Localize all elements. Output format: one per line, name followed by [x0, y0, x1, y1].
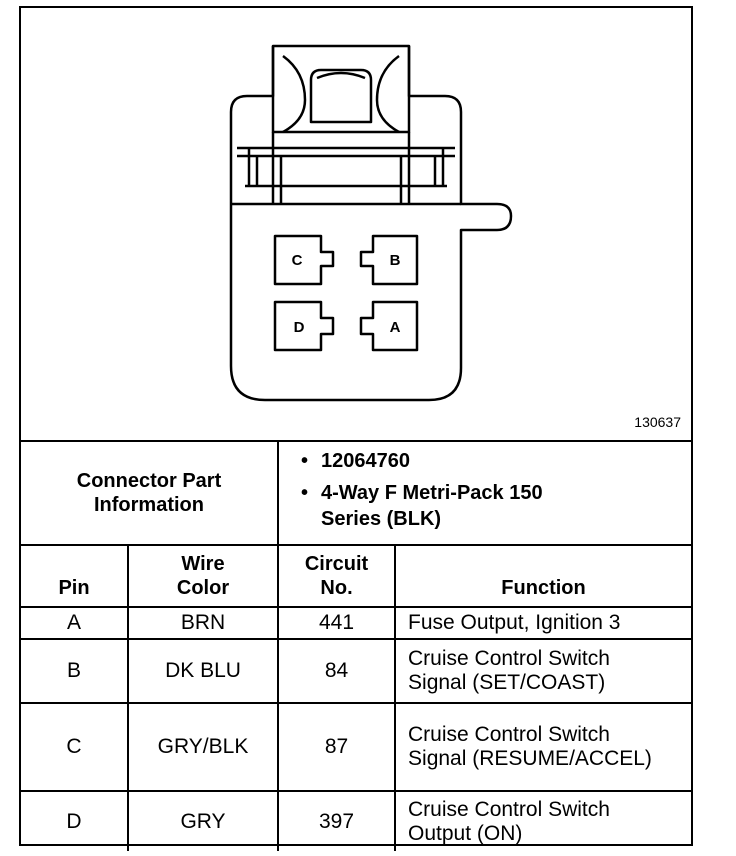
header-function: Function [394, 544, 692, 608]
table-row: A BRN 441 Fuse Output, Ignition 3 [21, 606, 692, 640]
locking-tab [271, 46, 411, 134]
diagram-frame: C B D A 130637 Connector Part Informatio… [19, 6, 693, 851]
pin-cell: C [21, 702, 129, 792]
pin-cell: A [21, 606, 129, 640]
pin-label-c: C [292, 252, 303, 269]
function-cell: Cruise Control Switch Signal (SET/COAST) [394, 638, 692, 704]
function-cell: Cruise Control Switch Signal (RESUME/ACC… [394, 702, 692, 792]
function-cell: Cruise Control Switch Output (ON) [394, 790, 692, 851]
pin-label-b: B [390, 252, 401, 269]
circuit-cell: 397 [277, 790, 397, 851]
wire-color-cell: DK BLU [126, 638, 280, 704]
connector-info-label: Connector Part Information [21, 440, 280, 546]
cavity-a [359, 300, 419, 352]
header-circuit-no: Circuit No. [277, 544, 397, 608]
pin-cell: D [21, 790, 129, 851]
table-row: C GRY/BLK 87 Cruise Control Switch Signa… [21, 702, 692, 792]
circuit-cell: 84 [277, 638, 397, 704]
function-cell: Fuse Output, Ignition 3 [394, 606, 692, 640]
table-row: D GRY 397 Cruise Control Switch Output (… [21, 790, 692, 851]
connector-info-row: Connector Part Information 12064760 4-Wa… [21, 440, 692, 546]
cavity-c [273, 234, 335, 286]
circuit-cell: 87 [277, 702, 397, 792]
cavity-b [359, 234, 419, 286]
connector-drawing: C B D A 130637 [21, 8, 691, 440]
wire-color-cell: GRY [126, 790, 280, 851]
pin-label-a: A [390, 319, 401, 336]
connector-info-values: 12064760 4-Way F Metri-Pack 150 Series (… [277, 440, 692, 546]
wire-color-cell: BRN [126, 606, 280, 640]
pin-cell: B [21, 638, 129, 704]
pinout-table: Connector Part Information 12064760 4-Wa… [21, 440, 692, 851]
circuit-cell: 441 [277, 606, 397, 640]
wire-color-cell: GRY/BLK [126, 702, 280, 792]
cavity-d [273, 300, 335, 352]
header-pin: Pin [21, 544, 129, 608]
connector-face-view: C B D A [229, 44, 513, 402]
header-wire-color: Wire Color [126, 544, 280, 608]
table-header-row: Pin Wire Color Circuit No. Function [21, 544, 692, 608]
table-row: B DK BLU 84 Cruise Control Switch Signal… [21, 638, 692, 704]
figure-id: 130637 [634, 414, 681, 430]
part-number: 12064760 [301, 448, 691, 474]
connector-body [229, 44, 513, 402]
connector-type: 4-Way F Metri-Pack 150 Series (BLK) [301, 480, 571, 532]
pin-label-d: D [294, 319, 305, 336]
